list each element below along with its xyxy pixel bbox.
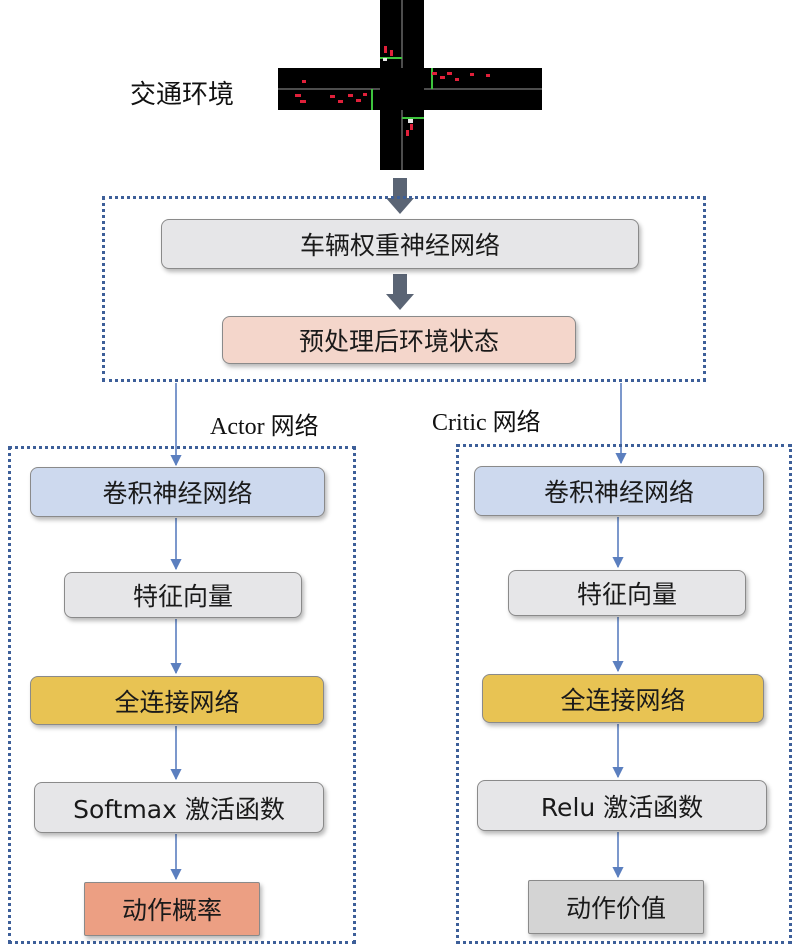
actor-feature-vector-box: 特征向量 bbox=[64, 572, 302, 618]
critic-fully-connected-label: 全连接网络 bbox=[560, 685, 686, 715]
critic-output-label: 动作价值 bbox=[565, 894, 666, 923]
actor-output-box: 动作概率 bbox=[84, 882, 260, 936]
processed-state-label: 预处理后环境状态 bbox=[298, 327, 499, 356]
critic-cnn-label: 卷积神经网络 bbox=[543, 478, 694, 507]
critic-cnn-box: 卷积神经网络 bbox=[474, 466, 764, 516]
critic-output-box: 动作价值 bbox=[528, 880, 704, 934]
actor-feature-vector-label: 特征向量 bbox=[132, 582, 233, 611]
actor-cnn-label: 卷积神经网络 bbox=[102, 479, 253, 508]
actor-network-group bbox=[8, 446, 356, 944]
actor-activation-label: Softmax 激活函数 bbox=[73, 794, 285, 824]
actor-network-title: Actor 网络 bbox=[210, 414, 319, 440]
critic-activation-label: Relu 激活函数 bbox=[540, 792, 704, 822]
actor-output-label: 动作概率 bbox=[121, 896, 222, 925]
actor-cnn-box: 卷积神经网络 bbox=[30, 467, 325, 517]
actor-fully-connected-box: 全连接网络 bbox=[30, 676, 324, 725]
critic-feature-vector-label: 特征向量 bbox=[576, 580, 677, 609]
critic-network-title: Critic 网络 bbox=[432, 410, 541, 436]
critic-network-group bbox=[456, 444, 792, 944]
vehicle-weight-network-box: 车辆权重神经网络 bbox=[161, 219, 639, 269]
processed-state-box: 预处理后环境状态 bbox=[222, 316, 576, 364]
preprocessing-group bbox=[102, 196, 706, 382]
vehicle-weight-network-label: 车辆权重神经网络 bbox=[299, 231, 500, 260]
actor-fully-connected-label: 全连接网络 bbox=[114, 687, 240, 717]
critic-fully-connected-box: 全连接网络 bbox=[482, 674, 764, 723]
traffic-environment-label: 交通环境 bbox=[130, 80, 235, 110]
critic-activation-box: Relu 激活函数 bbox=[477, 780, 767, 831]
actor-activation-box: Softmax 激活函数 bbox=[34, 782, 324, 833]
critic-feature-vector-box: 特征向量 bbox=[508, 570, 746, 616]
